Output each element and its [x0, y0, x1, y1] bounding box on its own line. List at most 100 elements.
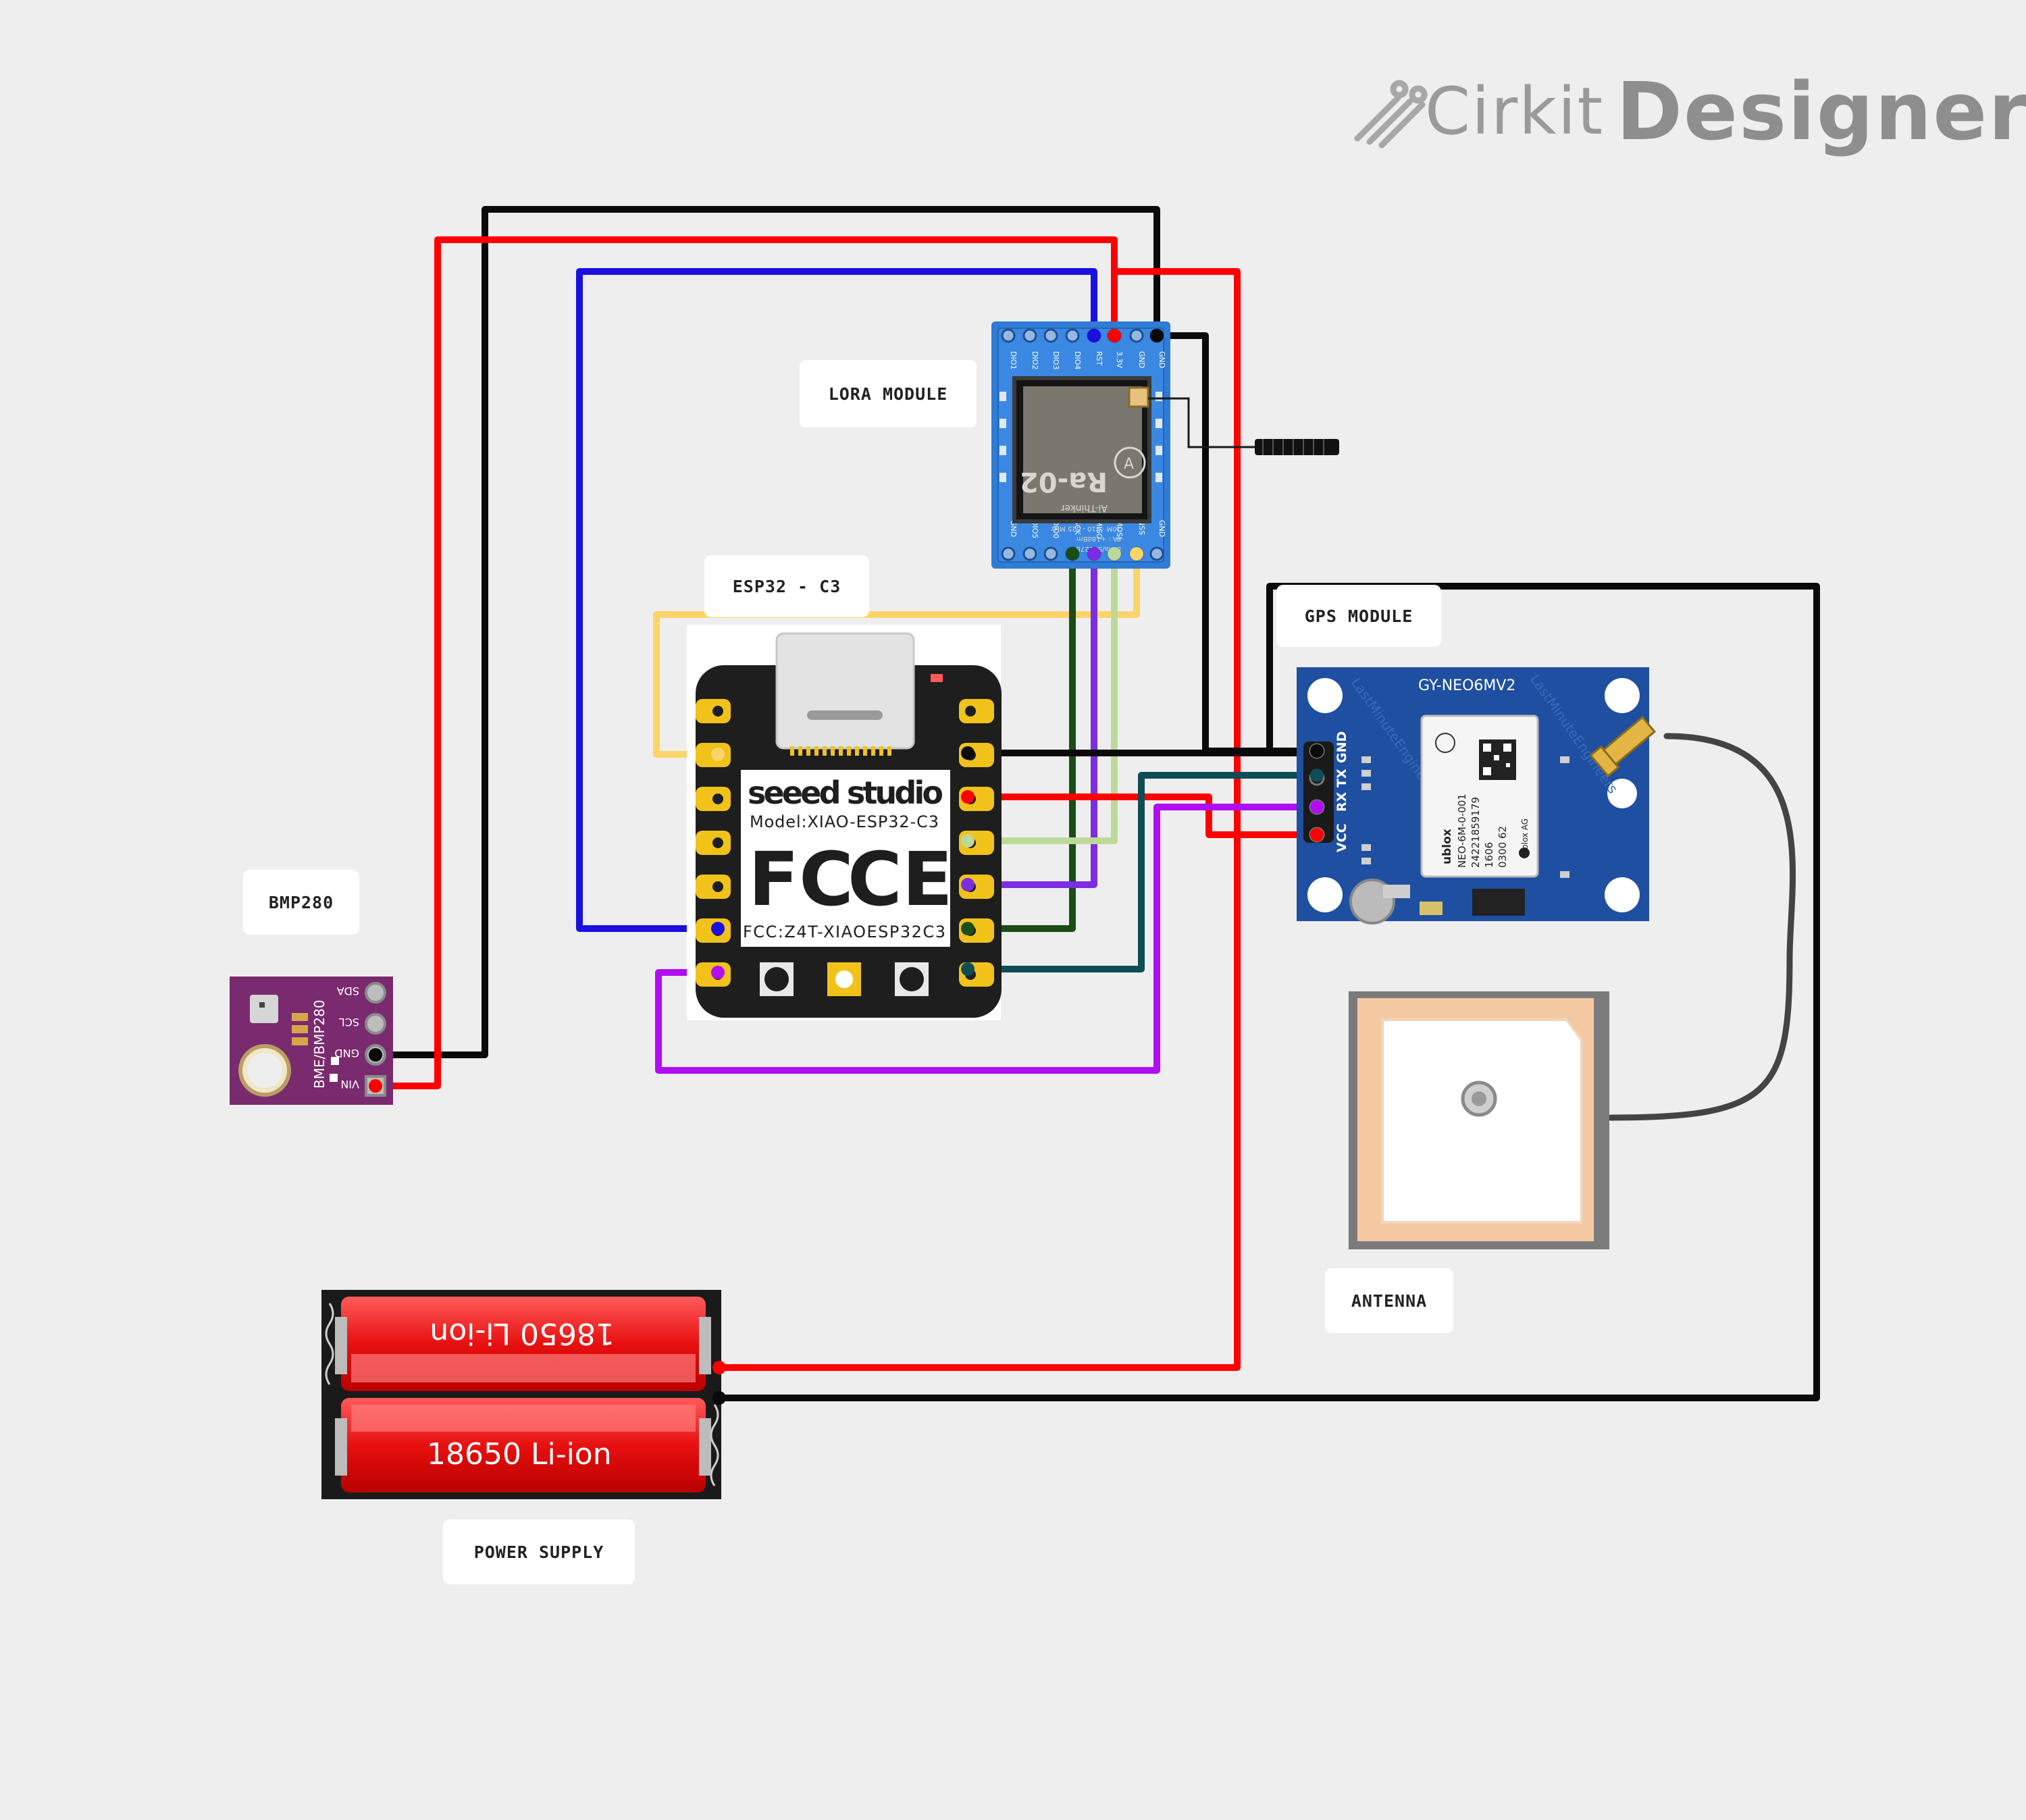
ai-thinker-logo-icon [1114, 446, 1146, 479]
lora-top-pin-label: GND [1137, 351, 1146, 368]
bmp-pin-label: SDA [337, 985, 359, 997]
pin-dot[interactable] [1066, 547, 1079, 561]
lora-bottom-pin-label: GND [1158, 520, 1166, 537]
wire-blue-esp-lora-rst[interactable] [576, 268, 1097, 932]
lora-top-pin-label: 3.3V [1115, 351, 1124, 368]
pin-dot[interactable] [1130, 547, 1143, 561]
pin-dot[interactable] [1310, 800, 1324, 814]
pin-dot[interactable] [369, 1048, 382, 1062]
pin-dot[interactable] [961, 790, 975, 804]
pin-dot[interactable] [369, 1079, 382, 1093]
boot-button-icon [764, 967, 789, 991]
gps-model: GY-NEO6MV2 [1418, 677, 1515, 694]
label-lora-module[interactable]: LORA MODULE [800, 360, 977, 427]
wire-gray-antenna-cable[interactable] [1607, 733, 1796, 1121]
pin-dot[interactable] [1310, 769, 1324, 782]
wire-teal-esp-gps-tx[interactable] [964, 772, 1320, 972]
gps-pin-label: VCC [1334, 823, 1349, 852]
pin-dot[interactable] [712, 1391, 726, 1405]
wire-purple-esp-lora-miso[interactable] [964, 550, 1097, 888]
wire-magenta-esp-gps-rx[interactable] [655, 804, 1320, 1074]
bmp-pin-label: VIN [340, 1078, 359, 1091]
pin-dot[interactable] [1150, 329, 1164, 342]
wire-red-esp-5v-gps-vcc[interactable] [964, 794, 1320, 838]
bmp-pin-label: SCL [339, 1016, 359, 1029]
lora-top-pin-label: DIO1 [1009, 351, 1018, 369]
patch-antenna[interactable] [1349, 991, 1609, 1249]
svg-text:A: A [1124, 456, 1134, 473]
pin-dot[interactable] [711, 748, 725, 761]
ce-logo-icon: CE [848, 836, 953, 922]
pin-dot[interactable] [961, 746, 975, 760]
lora-top-pin-label: GND [1158, 351, 1166, 368]
lora-chip-spec: LoRa/SX1278 [1076, 545, 1121, 552]
lora-chip-title: Ra-02 [1020, 466, 1108, 497]
wire-black-battery-minus[interactable] [716, 583, 1820, 1401]
esp-model: Model:XIAO-ESP32-C3 [750, 812, 939, 831]
label-esp32-c3[interactable]: ESP32 - C3 [704, 555, 869, 617]
lora-bottom-pin-label: MOSI [1115, 520, 1124, 539]
gps-chip-line: NEO-6M-0-001 [1456, 794, 1468, 868]
wire-darkgreen-esp-lora-sck[interactable] [964, 550, 1076, 932]
lora-bottom-pin-label: NSS [1137, 520, 1146, 535]
pin-dot[interactable] [1087, 329, 1101, 342]
pin-dot[interactable] [1108, 547, 1121, 561]
gps-chip-line: 24221859179 [1470, 797, 1482, 868]
label-antenna[interactable]: ANTENNA [1325, 1268, 1453, 1333]
pin-dot[interactable] [961, 922, 975, 935]
pin-dot[interactable] [961, 962, 975, 976]
lora-bottom-pin-label: DIO5 [1031, 520, 1039, 538]
gps-chip-line: ublox [1440, 829, 1454, 864]
lora-bottom-pin-label: MISO [1095, 520, 1103, 540]
esp32-c3-board[interactable]: seeed studio Model:XIAO-ESP32-C3 FC CE F… [687, 625, 1002, 1020]
wire-black-bmp-gnd-lora-gnd[interactable] [372, 206, 1160, 1058]
power-led-icon [931, 674, 943, 682]
label-bmp280[interactable]: BMP280 [243, 870, 359, 935]
brand-logo: Cirkit Designer [1425, 61, 2026, 162]
wire-yellow-esp-lora-nss[interactable] [653, 550, 1140, 758]
gps-module[interactable]: GY-NEO6MV2 LastMinuteEngineers LastMinut… [1297, 667, 1657, 925]
bmp280-sensor[interactable]: BME/BMP280 SDA SCL GND VIN [230, 977, 393, 1105]
reset-button-icon [900, 967, 924, 991]
lora-spring-antenna [1148, 397, 1339, 455]
gps-chip-line: 1606 [1483, 842, 1495, 868]
battery-cell-bottom-label: 18650 Li-ion [427, 1437, 612, 1472]
pin-dot[interactable] [961, 834, 975, 848]
lora-chip-subtitle: Ai-Thinker [1060, 502, 1108, 513]
label-power-supply[interactable]: POWER SUPPLY [443, 1519, 635, 1584]
lora-chip-spec: 10M · 410 - 525 MHz [1051, 525, 1121, 532]
gps-pin-label: GND [1334, 731, 1349, 763]
gps-pin-label: RX [1334, 791, 1349, 812]
lora-top-pin-label: RST [1095, 351, 1103, 366]
wire-red-battery-plus[interactable] [716, 831, 1241, 1371]
lora-top-pin-label: DIO4 [1073, 351, 1082, 369]
ufl-antenna-port-icon [831, 966, 857, 992]
cirkit-logo-icon [1354, 80, 1428, 149]
lora-chip-spec: PA : +18dBm [1076, 535, 1121, 542]
label-gps-module[interactable]: GPS MODULE [1276, 585, 1441, 647]
fcc-logo-icon: FC [748, 836, 854, 922]
pin-dot[interactable] [1087, 547, 1101, 561]
ce-mark-icon [1435, 733, 1455, 753]
pin-dot[interactable] [961, 878, 975, 891]
lora-bottom-pin-label: GND [1009, 520, 1018, 537]
lora-bottom-pin-label: SCK [1073, 520, 1082, 536]
pin-dot[interactable] [1310, 828, 1324, 841]
lora-bottom-pin-label: DIO0 [1051, 520, 1060, 538]
pin-dot[interactable] [711, 966, 725, 979]
pin-dot[interactable] [1310, 744, 1324, 758]
bmp-pin-label: GND [334, 1047, 359, 1060]
battery-holder[interactable]: 18650 Li-ion 18650 Li-ion [321, 1290, 721, 1499]
lora-top-pin-label: DIO3 [1051, 351, 1060, 369]
bmp-sensor-chip [250, 995, 278, 1023]
bmp-board-name: BME/BMP280 [311, 999, 328, 1089]
gps-chip-line: 0300 62 [1497, 826, 1509, 868]
lora-top-pin-label: DIO2 [1031, 351, 1039, 369]
usb-c-port-icon [775, 632, 915, 750]
pin-dot[interactable] [1108, 329, 1121, 342]
wire-lightgreen-esp-lora-mosi[interactable] [964, 550, 1118, 844]
lora-module[interactable]: DIO1 DIO2 DIO3 DIO4 RST 3.3V GND GND GND… [991, 321, 1170, 569]
pin-dot[interactable] [712, 1361, 726, 1374]
pin-dot[interactable] [711, 922, 725, 935]
